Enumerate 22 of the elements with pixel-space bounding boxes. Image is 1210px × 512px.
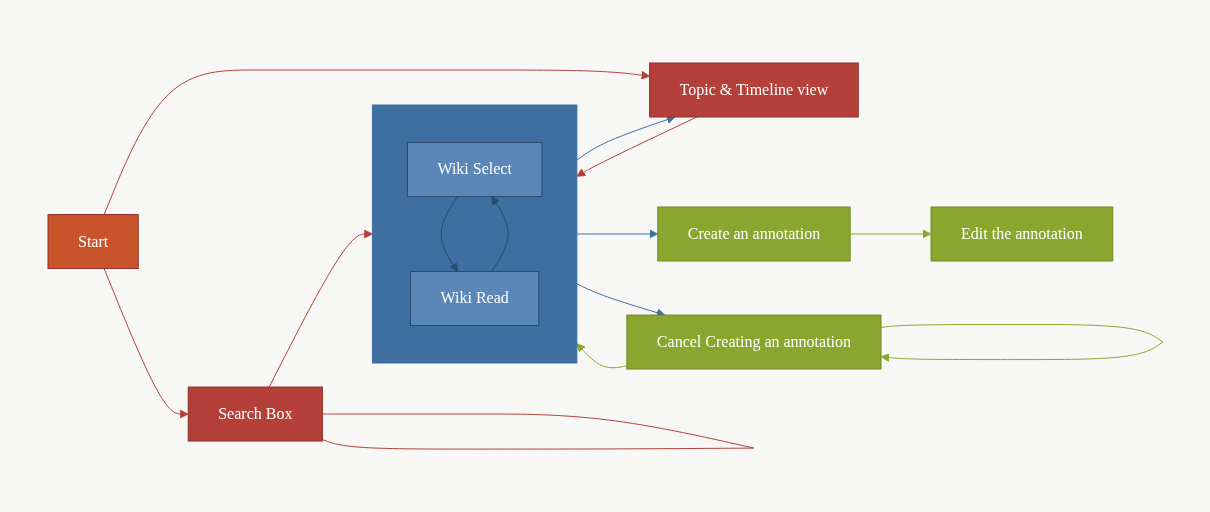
arrow <box>880 323 1163 362</box>
arrow <box>103 267 189 419</box>
node-box: Wiki Read <box>409 270 539 326</box>
connector <box>321 413 754 450</box>
node-box: Start <box>47 214 139 269</box>
arrow <box>575 115 675 161</box>
arrow <box>849 229 931 239</box>
arrow <box>103 69 650 215</box>
arrow <box>575 283 665 317</box>
node-box: Search Box <box>187 386 323 442</box>
node-box: Cancel Creating an annotation <box>625 314 882 370</box>
node-box: Topic & Timeline view <box>648 62 859 118</box>
arrow <box>268 229 373 388</box>
node-box: Wiki Select <box>406 141 542 197</box>
arrow <box>490 196 509 272</box>
node-box: Edit the annotation <box>930 206 1113 262</box>
node-box: Create an annotation <box>656 206 851 262</box>
arrow <box>576 343 627 369</box>
arrow <box>440 195 458 272</box>
arrow <box>576 116 697 177</box>
arrow <box>575 229 658 239</box>
cluster <box>371 104 577 364</box>
